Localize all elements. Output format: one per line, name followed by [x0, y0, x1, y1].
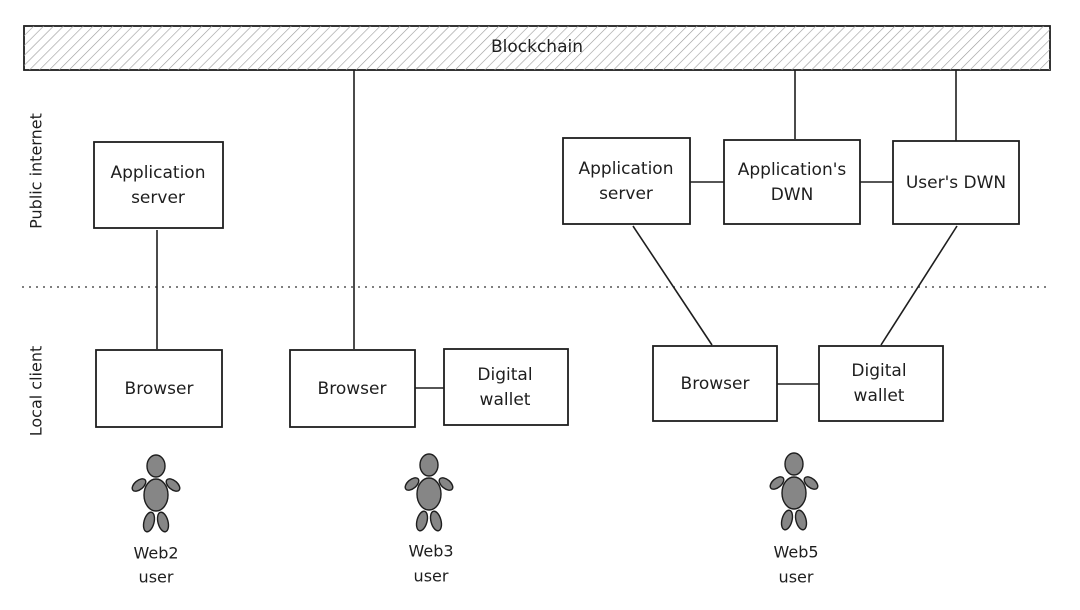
connectors: [156, 70, 958, 389]
web5-browser-box: Browser: [652, 345, 778, 422]
local-client-label: Local client: [27, 346, 46, 437]
web5-app-dwn-label-2: DWN: [771, 185, 814, 205]
web3-user-figure-icon: [404, 453, 454, 532]
web2-user-label-1: Web2: [133, 544, 178, 563]
web5-app-dwn-label-1: Application's: [738, 160, 847, 180]
web3-user-label-1: Web3: [408, 542, 453, 561]
public-internet-label: Public internet: [27, 113, 46, 229]
web2-user-figure-icon: [131, 454, 181, 533]
web5-app-server-label-1: Application: [579, 159, 674, 179]
web3-user-label-2: user: [414, 567, 449, 586]
edge-web5-userdwn-wallet: [880, 225, 958, 346]
blockchain-bar: Blockchain: [23, 25, 1051, 71]
web5-wallet-label-2: wallet: [854, 386, 905, 406]
web5-app-server-box: Application server: [562, 137, 691, 225]
blockchain-label: Blockchain: [491, 37, 583, 57]
web3-browser-label: Browser: [318, 379, 387, 399]
web2-app-server-label-2: server: [131, 188, 185, 208]
web2-user-label-2: user: [139, 568, 174, 587]
web5-user-label-1: Web5: [773, 543, 818, 562]
web5-app-dwn-box: Application's DWN: [723, 139, 861, 225]
web2-browser-label: Browser: [125, 379, 194, 399]
web5-user-label-2: user: [779, 568, 814, 587]
web5-wallet-box: Digital wallet: [818, 345, 944, 422]
web3-wallet-label-1: Digital: [477, 365, 532, 385]
web5-browser-label: Browser: [681, 374, 750, 394]
web3-wallet-label-2: wallet: [480, 390, 531, 410]
edge-web5-server-browser: [632, 225, 713, 346]
web5-user-figure-icon: [769, 452, 819, 531]
web5-wallet-label-1: Digital: [851, 361, 906, 381]
web2-app-server-label-1: Application: [111, 163, 206, 183]
web3-wallet-box: Digital wallet: [443, 348, 569, 426]
web5-user-dwn-box: User's DWN: [892, 140, 1020, 225]
web2-browser-box: Browser: [95, 349, 223, 428]
web2-app-server-box: Application server: [93, 141, 224, 229]
web3-browser-box: Browser: [289, 349, 416, 428]
web5-app-server-label-2: server: [599, 184, 653, 204]
web5-user-dwn-label: User's DWN: [906, 173, 1006, 193]
